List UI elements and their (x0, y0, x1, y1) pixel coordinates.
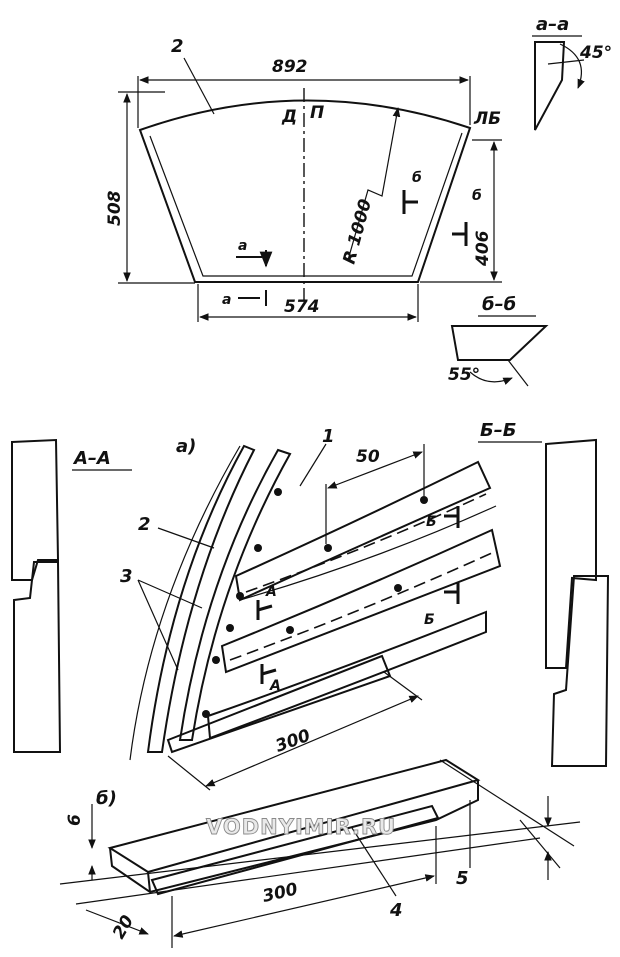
label-3: 3 (120, 566, 133, 587)
mark-A-lower: А (269, 678, 281, 694)
panel-outline-outer (138, 99, 472, 283)
section-mark-b-left: б (412, 170, 422, 186)
section-bb-angle: 55° (448, 365, 480, 385)
dim-line-300-a (205, 695, 419, 787)
mark-A-upper: А (265, 584, 277, 600)
plank-upper (234, 460, 492, 602)
dim-892: 892 (272, 57, 308, 77)
dim-50: 50 (356, 447, 380, 467)
label-4: 4 (389, 900, 403, 921)
mark-lb: ЛБ (473, 109, 501, 129)
section-BB-title: Б–Б (480, 420, 516, 441)
plank-middle-seam (229, 551, 495, 661)
label-2: 2 (138, 514, 151, 535)
section-bb-title: б–б (482, 294, 516, 315)
mark-d: Д (281, 107, 297, 127)
mark-B-lower: Б (424, 612, 435, 628)
mark-p: П (310, 103, 324, 123)
section-BB-board-upper (545, 438, 597, 669)
dim-508: 508 (105, 190, 125, 226)
section-aa: а–а 45° (532, 14, 612, 131)
scarf-board-hatch (150, 804, 440, 896)
view-b-caption: б) (96, 788, 117, 809)
rivets (202, 488, 428, 718)
label-1: 1 (322, 426, 335, 447)
section-aa-title: а–а (536, 14, 569, 35)
section-AA-title: А–А (72, 448, 111, 469)
section-AA-large: А–А (11, 438, 132, 753)
section-AA-board-upper (11, 438, 60, 581)
section-mark-b-right: б (472, 188, 482, 204)
dim-line-300-b (173, 874, 435, 938)
mark-B-upper: Б (426, 514, 437, 530)
dim-300-b: 300 (261, 879, 300, 907)
radius-leader (347, 107, 401, 261)
plank-middle (220, 528, 502, 674)
dim-6: 6 (65, 814, 85, 826)
label-5: 5 (456, 868, 469, 889)
dim-20: 20 (109, 912, 138, 943)
dim-574: 574 (284, 297, 320, 317)
section-aa-profile (534, 41, 566, 131)
section-AA-board-lower (13, 561, 62, 753)
top-view: 892 508 574 406 R 1000 2 Д П ЛБ а а б б (105, 36, 502, 322)
label-part-2: 2 (171, 36, 184, 57)
view-a-assembly: а) 1 2 (120, 426, 502, 791)
frame-member-outer (146, 444, 256, 753)
dim-line-50 (327, 451, 423, 489)
section-bb-profile (450, 325, 549, 361)
section-aa-angle: 45° (579, 43, 612, 63)
watermark: VODNYIMIR.RU (206, 815, 396, 839)
frame-member-inner (178, 448, 292, 741)
view-b-scarf: б) 6 20 300 4 5 (59, 758, 581, 948)
view-a-caption: а) (176, 436, 196, 457)
dim-radius: R 1000 (340, 197, 377, 266)
section-BB-large: Б–Б (478, 420, 610, 767)
section-mark-a-upper: а (238, 238, 247, 254)
panel-outline-inner (149, 132, 463, 277)
section-bb-small: б–б 55° (448, 294, 549, 387)
dim-406: 406 (473, 230, 493, 267)
dim-300-a: 300 (273, 726, 313, 757)
section-mark-a-lower: а (222, 292, 231, 308)
plank-lower (206, 610, 487, 740)
plank-upper-seam (245, 493, 487, 593)
section-BB-board-lower (550, 575, 610, 767)
